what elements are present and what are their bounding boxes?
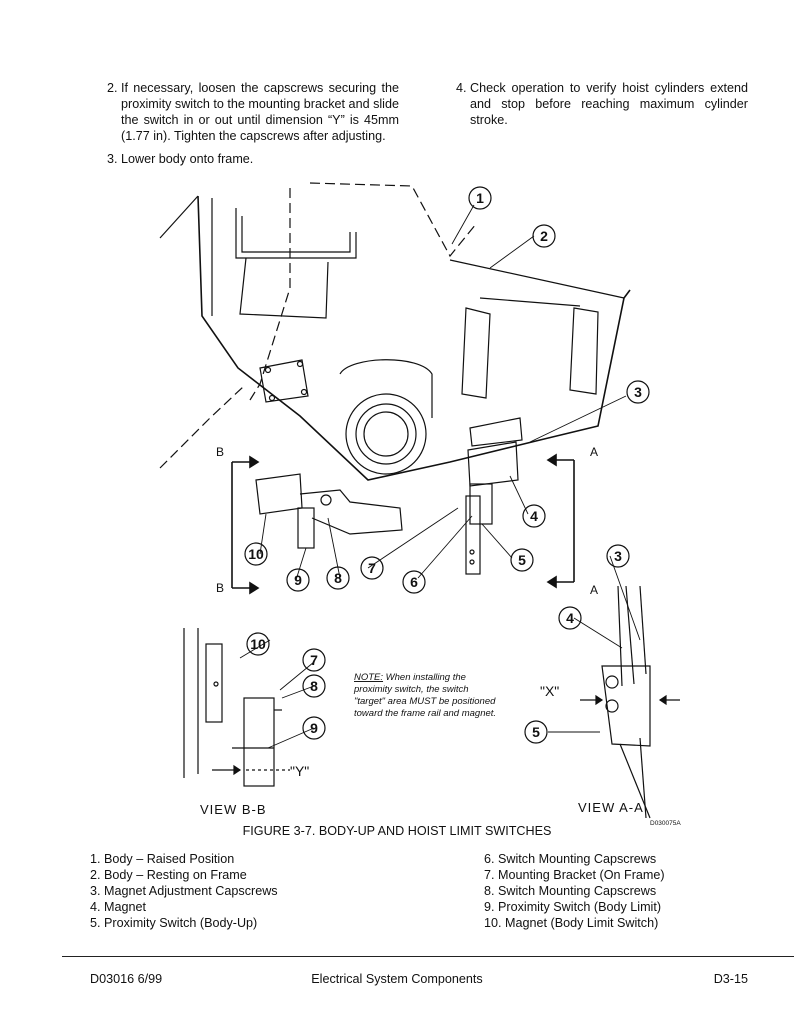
view-bb-label: VIEW B-B [200,802,267,817]
step-text: Check operation to verify hoist cylinder… [470,81,748,127]
drawing-id: D030075A [650,820,681,827]
body-resting-drawing [159,182,625,469]
callout-6: 6 [410,574,418,590]
body-up-switch-drawing [465,417,523,575]
callout-1: 1 [476,190,484,206]
callout-3: 3 [634,384,642,400]
note-line: When installing the [383,672,466,683]
legend-item: 5. Proximity Switch (Body-Up) [90,916,258,930]
callout-9: 9 [310,720,318,736]
section-mark-b: B [216,581,224,595]
note-label: NOTE: [354,672,383,683]
step-number: 4. [456,81,467,95]
legend-item: 9. Proximity Switch (Body Limit) [484,900,662,914]
note-line: proximity switch, the switch [353,684,469,695]
limit-switch-figure: B B A A [159,182,681,827]
dimension-y-label: "Y" [290,763,309,779]
callout-8: 8 [334,570,342,586]
section-mark-a: A [590,445,598,459]
legend-item: 10. Magnet (Body Limit Switch) [484,916,659,930]
leader-lines [239,204,641,749]
callout-4: 4 [530,508,538,524]
dimension-x-label: "X" [540,683,559,699]
legend-item: 2. Body – Resting on Frame [90,868,247,882]
note-line: toward the frame rail and magnet. [354,708,496,719]
callout-2: 2 [540,228,548,244]
footer-page-number: D3-15 [713,972,748,986]
legend-left: 1. Body – Raised Position 2. Body – Rest… [90,851,278,931]
step-text: If necessary, loosen the capscrews secur… [121,81,399,143]
callout-5: 5 [518,552,526,568]
step-4: 4. Check operation to verify hoist cylin… [456,80,748,128]
legend-item: 1. Body – Raised Position [90,852,235,866]
callout-10: 10 [250,636,266,652]
callout-9: 9 [294,572,302,588]
view-aa-drawing [580,585,680,819]
step-2: 2. If necessary, loosen the capscrews se… [107,80,399,144]
note-line: "target" area MUST be positioned [354,696,496,707]
callout-7: 7 [368,560,376,576]
callout-3: 3 [614,548,622,564]
callout-4: 4 [566,610,574,626]
section-mark-b: B [216,445,224,459]
callout-8: 8 [310,678,318,694]
callout-circles [244,186,650,744]
step-number: 2. [107,81,118,95]
callout-10: 10 [248,546,264,562]
body-limit-switch-drawing [255,473,403,549]
install-note: NOTE: When installing the proximity swit… [353,672,496,719]
legend-item: 4. Magnet [90,900,147,914]
view-aa-label: VIEW A-A [578,800,644,815]
callout-7: 7 [310,652,318,668]
body-raised-drawing [159,195,631,481]
step-3: 3. Lower body onto frame. [107,151,399,167]
legend-right: 6. Switch Mounting Capscrews 7. Mounting… [484,851,665,931]
legend-item: 6. Switch Mounting Capscrews [484,852,657,866]
legend-item: 8. Switch Mounting Capscrews [484,884,657,898]
footer-section-title: Electrical System Components [311,972,483,986]
footer-rule [62,956,794,957]
view-bb-drawing [183,628,290,787]
section-arrows [231,453,575,595]
callout-5: 5 [532,724,540,740]
footer-doc-id: D03016 6/99 [90,972,163,986]
legend-item: 7. Mounting Bracket (On Frame) [484,868,665,882]
legend-item: 3. Magnet Adjustment Capscrews [90,884,278,898]
figure-caption: FIGURE 3-7. BODY-UP AND HOIST LIMIT SWIT… [242,824,552,838]
step-number: 3. [107,152,118,166]
section-mark-a: A [590,583,598,597]
svg-text:NOTE: When installing the: NOTE: When installing the [354,672,466,683]
step-text: Lower body onto frame. [121,152,254,166]
